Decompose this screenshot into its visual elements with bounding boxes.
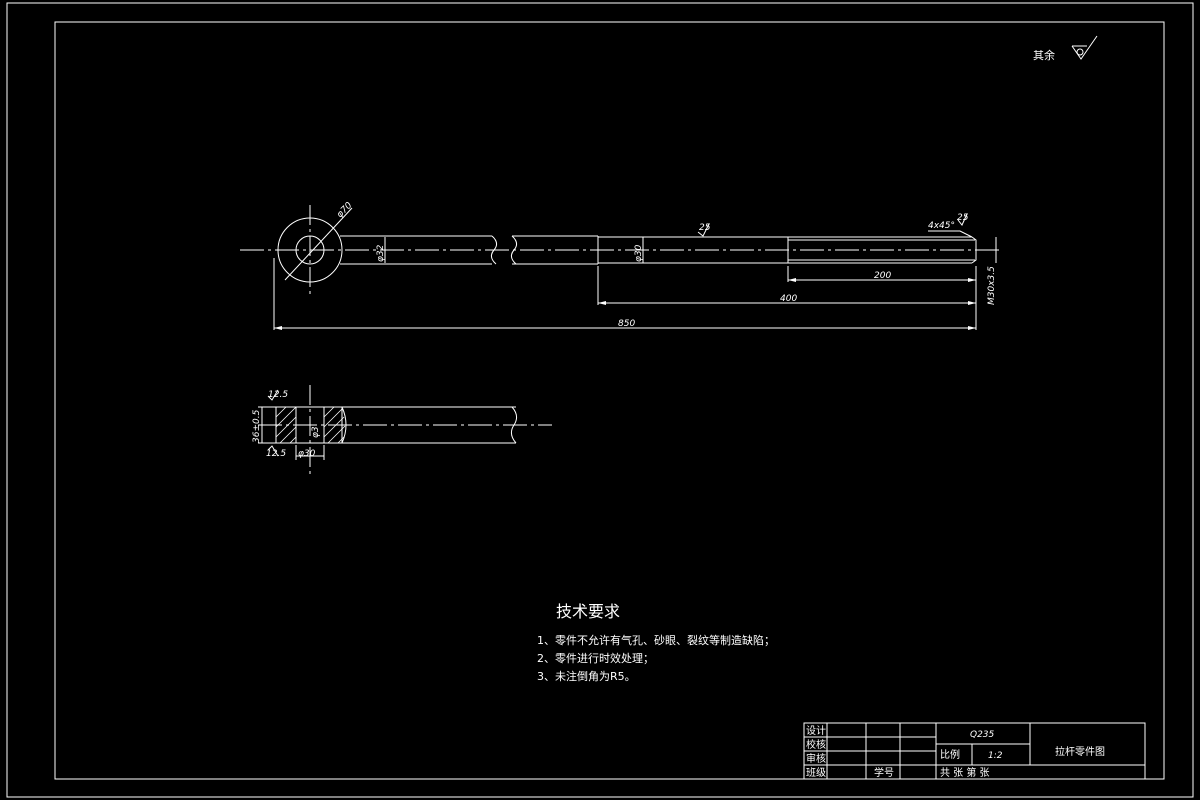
tb-student-id-label: 学号 xyxy=(874,766,894,779)
dim-chamfer: 4x45° xyxy=(928,221,955,231)
tb-material: Q235 xyxy=(970,730,995,740)
section-view xyxy=(258,385,552,478)
roughness-symbol-icon xyxy=(1071,35,1098,60)
title-block xyxy=(803,722,1146,780)
dim-body-dia: φ30 xyxy=(634,244,644,262)
dim-shank-dia: φ32 xyxy=(376,244,386,262)
dim-overall-length: 850 xyxy=(618,319,635,329)
dim-thread-length: 200 xyxy=(874,271,891,281)
section-hatching xyxy=(275,406,346,444)
dim-section-hole-dia: φ30 xyxy=(298,449,316,459)
tb-drawing-name: 拉杆零件图 xyxy=(1055,745,1105,758)
surface-finish-note: 其余 xyxy=(1033,35,1098,62)
surface-finish-label: 其余 xyxy=(1033,48,1055,62)
dim-thread-spec: M30x3.5 xyxy=(987,266,997,305)
dim-section-roughness-top: 12.5 xyxy=(268,390,288,400)
dim-eye-outer-dia: φ70 xyxy=(335,201,355,221)
tech-req-item-2: 2、零件进行时效处理； xyxy=(537,651,654,665)
section-body xyxy=(275,406,343,444)
tb-design-label: 设计 xyxy=(806,724,826,737)
main-view xyxy=(240,205,1000,330)
tb-review-label: 审核 xyxy=(806,752,826,765)
dim-roughness-end: 25 xyxy=(957,213,969,223)
tb-sheets: 共 张 第 张 xyxy=(940,766,990,779)
tech-req-item-3: 3、未注倒角为R5。 xyxy=(537,669,636,683)
tb-scale-label: 比例 xyxy=(940,748,960,761)
section-break-line xyxy=(510,406,518,444)
tech-req-item-1: 1、零件不允许有气孔、砂眼、裂纹等制造缺陷； xyxy=(537,633,775,647)
dim-section-roughness-bottom: 12.5 xyxy=(266,449,286,459)
main-view-arrows xyxy=(274,278,976,330)
dim-section-gap: φ3 xyxy=(311,426,321,438)
outer-border xyxy=(6,2,1194,798)
break-line-left xyxy=(490,235,498,265)
tb-scale-value: 1:2 xyxy=(988,751,1003,761)
tb-check-label: 校核 xyxy=(806,738,826,751)
break-line-right xyxy=(510,235,518,265)
tb-class-label: 班级 xyxy=(806,767,826,779)
eye-inner-circle xyxy=(295,235,325,265)
eye-outer-circle xyxy=(277,217,343,283)
dim-length-400: 400 xyxy=(780,294,797,304)
inner-border xyxy=(54,21,1165,780)
dim-section-thickness: 36±0.5 xyxy=(252,409,262,443)
dim-roughness-body: 25 xyxy=(699,223,711,233)
tech-req-title: 技术要求 xyxy=(556,602,620,621)
technical-requirements: 技术要求 1、零件不允许有气孔、砂眼、裂纹等制造缺陷； 2、零件进行时效处理； … xyxy=(537,602,775,683)
